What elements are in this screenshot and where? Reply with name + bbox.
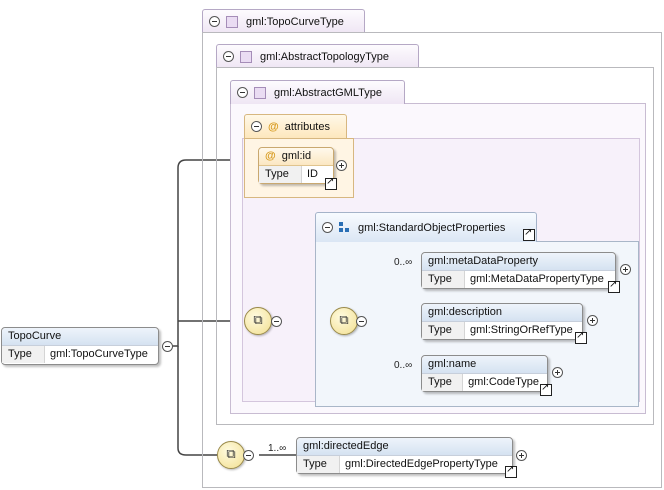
type-value: gml:MetaDataPropertyType [470,273,604,285]
gml-id-attribute[interactable]: @ gml:id Type ID [258,147,334,184]
sequence-compositor-icon[interactable]: ⧉ [330,307,358,335]
reference-icon[interactable] [505,464,517,478]
expand-icon[interactable] [620,264,631,275]
gml-id-type-row: Type ID [259,166,333,183]
metadataproperty-occurrence: 0..∞ [394,257,413,268]
name-element[interactable]: gml:name Type gml:CodeType [421,355,548,392]
abstracttopologytype-frame [216,67,654,425]
topocurve-root-element[interactable]: TopoCurve Type gml:TopoCurveType [1,327,159,365]
collapse-icon[interactable] [237,87,248,98]
name-occurrence: 0..∞ [394,360,413,371]
gml-id-name: gml:id [281,150,312,162]
connector-root-to-directed-edge-sequence [177,346,217,456]
directededge-header: gml:directedEdge [297,438,512,456]
type-key: Type [422,322,465,339]
type-value: ID [307,168,318,180]
type-value: gml:DirectedEdgePropertyType [345,458,498,470]
reference-icon[interactable] [523,227,535,241]
collapse-icon[interactable] [162,341,173,352]
description-element[interactable]: gml:description Type gml:StringOrRefType [421,303,583,340]
standardobjectproperties-title: gml:StandardObjectProperties [358,221,506,234]
complex-type-icon [254,86,266,99]
gml-id-header: @ gml:id [259,148,333,166]
description-header: gml:description [422,304,582,322]
standardobjectproperties-tab[interactable]: gml:StandardObjectProperties [315,212,537,242]
at-sign-icon: @ [265,150,276,162]
type-value: gml:TopoCurveType [50,348,148,360]
type-key: Type [422,374,464,391]
abstracttopologytype-title: gml:AbstractTopologyType [260,50,390,63]
model-group-icon [339,222,350,233]
expand-icon[interactable] [552,367,563,378]
reference-icon[interactable] [540,382,552,396]
collapse-icon[interactable] [322,222,333,233]
complex-type-icon [240,50,252,63]
metadataproperty-header: gml:metaDataProperty [422,253,615,271]
reference-icon[interactable] [575,330,587,344]
expand-icon[interactable] [516,450,527,461]
name-type-row: Type gml:CodeType [422,374,547,391]
directededge-occurrence: 1..∞ [268,443,287,454]
directededge-type-row: Type gml:DirectedEdgePropertyType [297,456,512,473]
attributes-tab[interactable]: @ attributes [244,114,347,138]
topocurve-header: TopoCurve [2,328,158,346]
directededge-element[interactable]: gml:directedEdge Type gml:DirectedEdgePr… [296,437,513,474]
name-header: gml:name [422,356,547,374]
abstractgmltype-tab[interactable]: gml:AbstractGMLType [230,80,405,104]
collapse-icon[interactable] [356,316,367,327]
collapse-icon[interactable] [209,16,220,27]
type-key: Type [2,346,45,363]
topocurvetype-title: gml:TopoCurveType [246,15,344,28]
expand-icon[interactable] [336,160,347,171]
at-sign-icon: @ [268,120,279,133]
abstracttopologytype-tab[interactable]: gml:AbstractTopologyType [216,44,419,68]
complex-type-icon [226,15,238,28]
sequence-compositor-icon[interactable]: ⧉ [217,441,245,469]
metadataproperty-element[interactable]: gml:metaDataProperty Type gml:MetaDataPr… [421,252,616,289]
sequence-compositor-icon[interactable]: ⧉ [244,307,272,335]
topocurve-type-row: Type gml:TopoCurveType [2,346,158,363]
collapse-icon[interactable] [271,316,282,327]
collapse-icon[interactable] [243,450,254,461]
type-key: Type [422,271,465,288]
reference-icon[interactable] [608,279,620,293]
collapse-icon[interactable] [251,121,262,132]
abstractgmltype-title: gml:AbstractGMLType [274,86,382,99]
reference-icon[interactable] [325,176,337,190]
topocurvetype-frame [202,32,662,488]
type-value: gml:CodeType [468,376,539,388]
topocurvetype-tab[interactable]: gml:TopoCurveType [202,9,365,33]
type-key: Type [297,456,340,473]
attributes-title: attributes [284,120,330,133]
metadataproperty-type-row: Type gml:MetaDataPropertyType [422,271,615,288]
type-value: gml:StringOrRefType [470,324,573,336]
connector-root-to-attributes [168,159,258,347]
collapse-icon[interactable] [223,51,234,62]
description-type-row: Type gml:StringOrRefType [422,322,582,339]
type-key: Type [259,166,302,183]
expand-icon[interactable] [587,315,598,326]
